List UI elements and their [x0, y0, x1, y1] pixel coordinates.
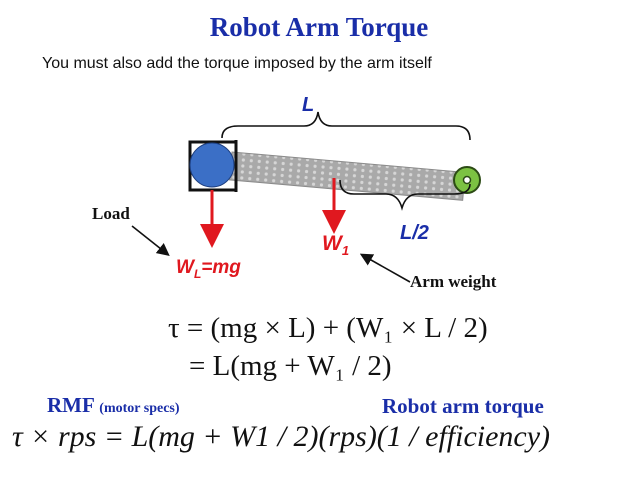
- power-equation: τ × rps = L(mg + W1 / 2)(rps)(1 / effici…: [12, 420, 551, 453]
- page-title: Robot Arm Torque: [209, 12, 429, 42]
- arm-length-label: L: [302, 94, 315, 116]
- half-length-brace: [339, 179, 471, 211]
- load-pointer-arrow: [131, 225, 170, 256]
- load-ball: [189, 142, 235, 188]
- length-brace: [221, 111, 471, 141]
- subtitle: You must also add the torque imposed by …: [42, 55, 432, 72]
- torque-equation-line-1: τ = (mg × L) + (W₁ × L / 2): [168, 312, 488, 344]
- arm-weight-pointer-arrow: [359, 253, 411, 283]
- torque-equation-line-2: = L(mg + W₁ / 2): [189, 350, 392, 382]
- arm-weight-force-label: W1: [322, 232, 350, 259]
- half-length-label: L/2: [400, 222, 429, 244]
- arm-weight-label: Arm weight: [410, 272, 497, 291]
- robot-arm-torque-caption: Robot arm torque: [382, 394, 544, 418]
- load-label: Load: [92, 204, 130, 223]
- rmf-caption: RMF (motor specs): [47, 393, 180, 417]
- load-force-label: WL=mg: [176, 257, 241, 281]
